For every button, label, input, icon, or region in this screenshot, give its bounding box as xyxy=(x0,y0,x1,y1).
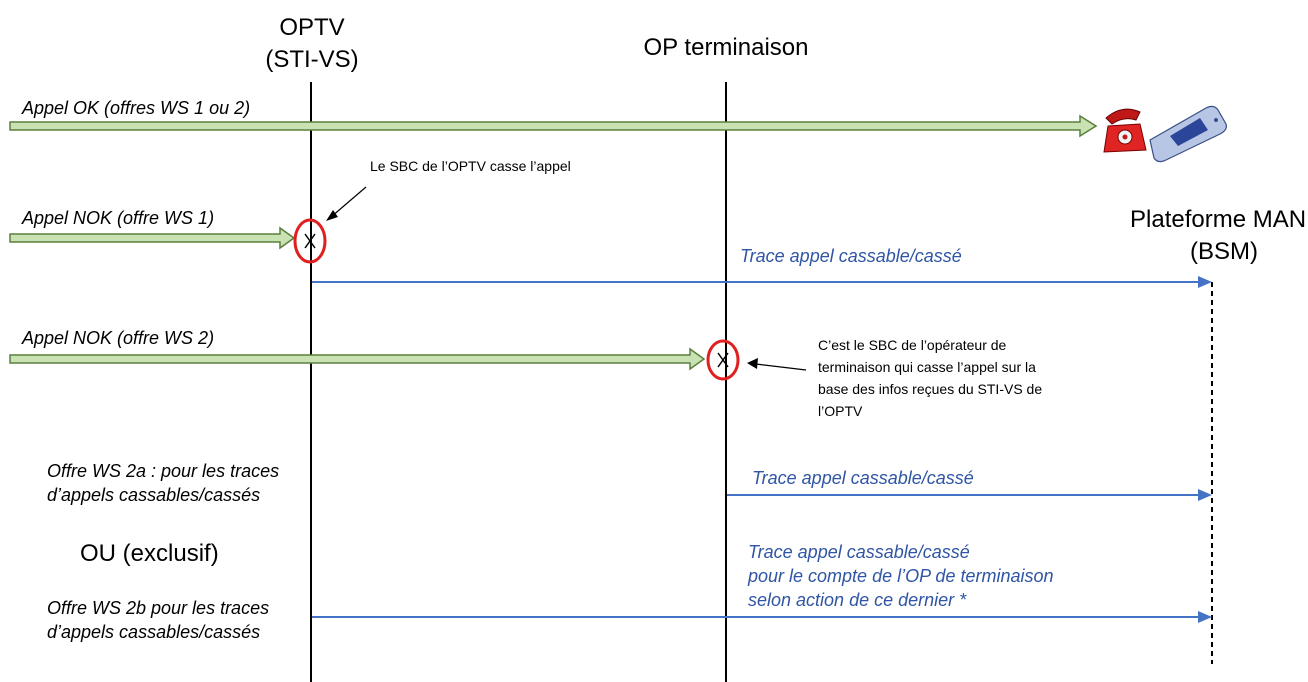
sbc-term-note-line: base des infos reçues du STI-VS de xyxy=(818,381,1043,397)
op-terminaison-title: OP terminaison xyxy=(643,34,809,61)
sbc-optv-pointer xyxy=(330,186,367,218)
sbc-optv-note: Le SBC de l’OPTV casse l’appel xyxy=(370,158,571,174)
trace-3-line: pour le compte de l’OP de terminaison xyxy=(748,566,1054,586)
optv-title-line2: (STI-VS) xyxy=(265,46,359,73)
call-nok1-arrow xyxy=(9,226,296,250)
offer-ws2a-label: Offre WS 2a : pour les traces d’appels c… xyxy=(47,459,279,507)
mobile-phone-icon xyxy=(1149,105,1227,163)
plateforme-title: Plateforme MAN (BSM) xyxy=(1130,204,1306,268)
sbc-term-note-line: terminaison qui casse l’appel sur la xyxy=(818,359,1036,375)
trace-3-label: Trace appel cassable/cassé pour le compt… xyxy=(748,540,1054,612)
optv-title-line1: OPTV xyxy=(279,14,345,41)
call-nok2-arrow xyxy=(9,347,706,371)
offer-ws2b-line: d’appels cassables/cassés xyxy=(47,622,261,642)
call-ok-label: Appel OK (offres WS 1 ou 2) xyxy=(22,98,251,118)
offer-ws2a-line: d’appels cassables/cassés xyxy=(47,485,261,505)
optv-break-marker xyxy=(293,218,327,264)
sbc-term-pointer xyxy=(755,363,807,371)
trace-2-label: Trace appel cassable/cassé xyxy=(752,468,974,488)
sbc-term-note-line: C’est le SBC de l’opérateur de xyxy=(818,337,1007,353)
call-nok2-label: Appel NOK (offre WS 2) xyxy=(22,328,215,348)
trace-arrow-1 xyxy=(312,276,1212,288)
call-ok-arrow xyxy=(9,114,1098,138)
red-telephone-icon xyxy=(1103,108,1147,153)
plateforme-title-line1: Plateforme MAN xyxy=(1130,206,1307,233)
trace-3-line: Trace appel cassable/cassé xyxy=(748,542,970,562)
trace-arrow-3 xyxy=(312,611,1212,623)
trace-1-label: Trace appel cassable/cassé xyxy=(740,246,962,266)
offer-ws2a-line: Offre WS 2a : pour les traces xyxy=(47,461,280,481)
offer-ws2b-label: Offre WS 2b pour les traces d’appels cas… xyxy=(47,596,269,644)
sbc-term-note-line: l’OPTV xyxy=(818,403,863,419)
ou-exclusif-label: OU (exclusif) xyxy=(80,540,219,567)
trace-3-line: selon action de ce dernier * xyxy=(748,590,967,610)
offer-ws2b-line: Offre WS 2b pour les traces xyxy=(47,598,270,618)
trace-arrow-2 xyxy=(727,489,1212,501)
plateforme-title-line2: (BSM) xyxy=(1190,238,1258,265)
sbc-term-note: C’est le SBC de l’opérateur de terminais… xyxy=(818,334,1042,422)
call-nok1-label: Appel NOK (offre WS 1) xyxy=(22,208,215,228)
term-break-marker xyxy=(706,339,740,381)
optv-title: OPTV (STI-VS) xyxy=(262,12,362,76)
